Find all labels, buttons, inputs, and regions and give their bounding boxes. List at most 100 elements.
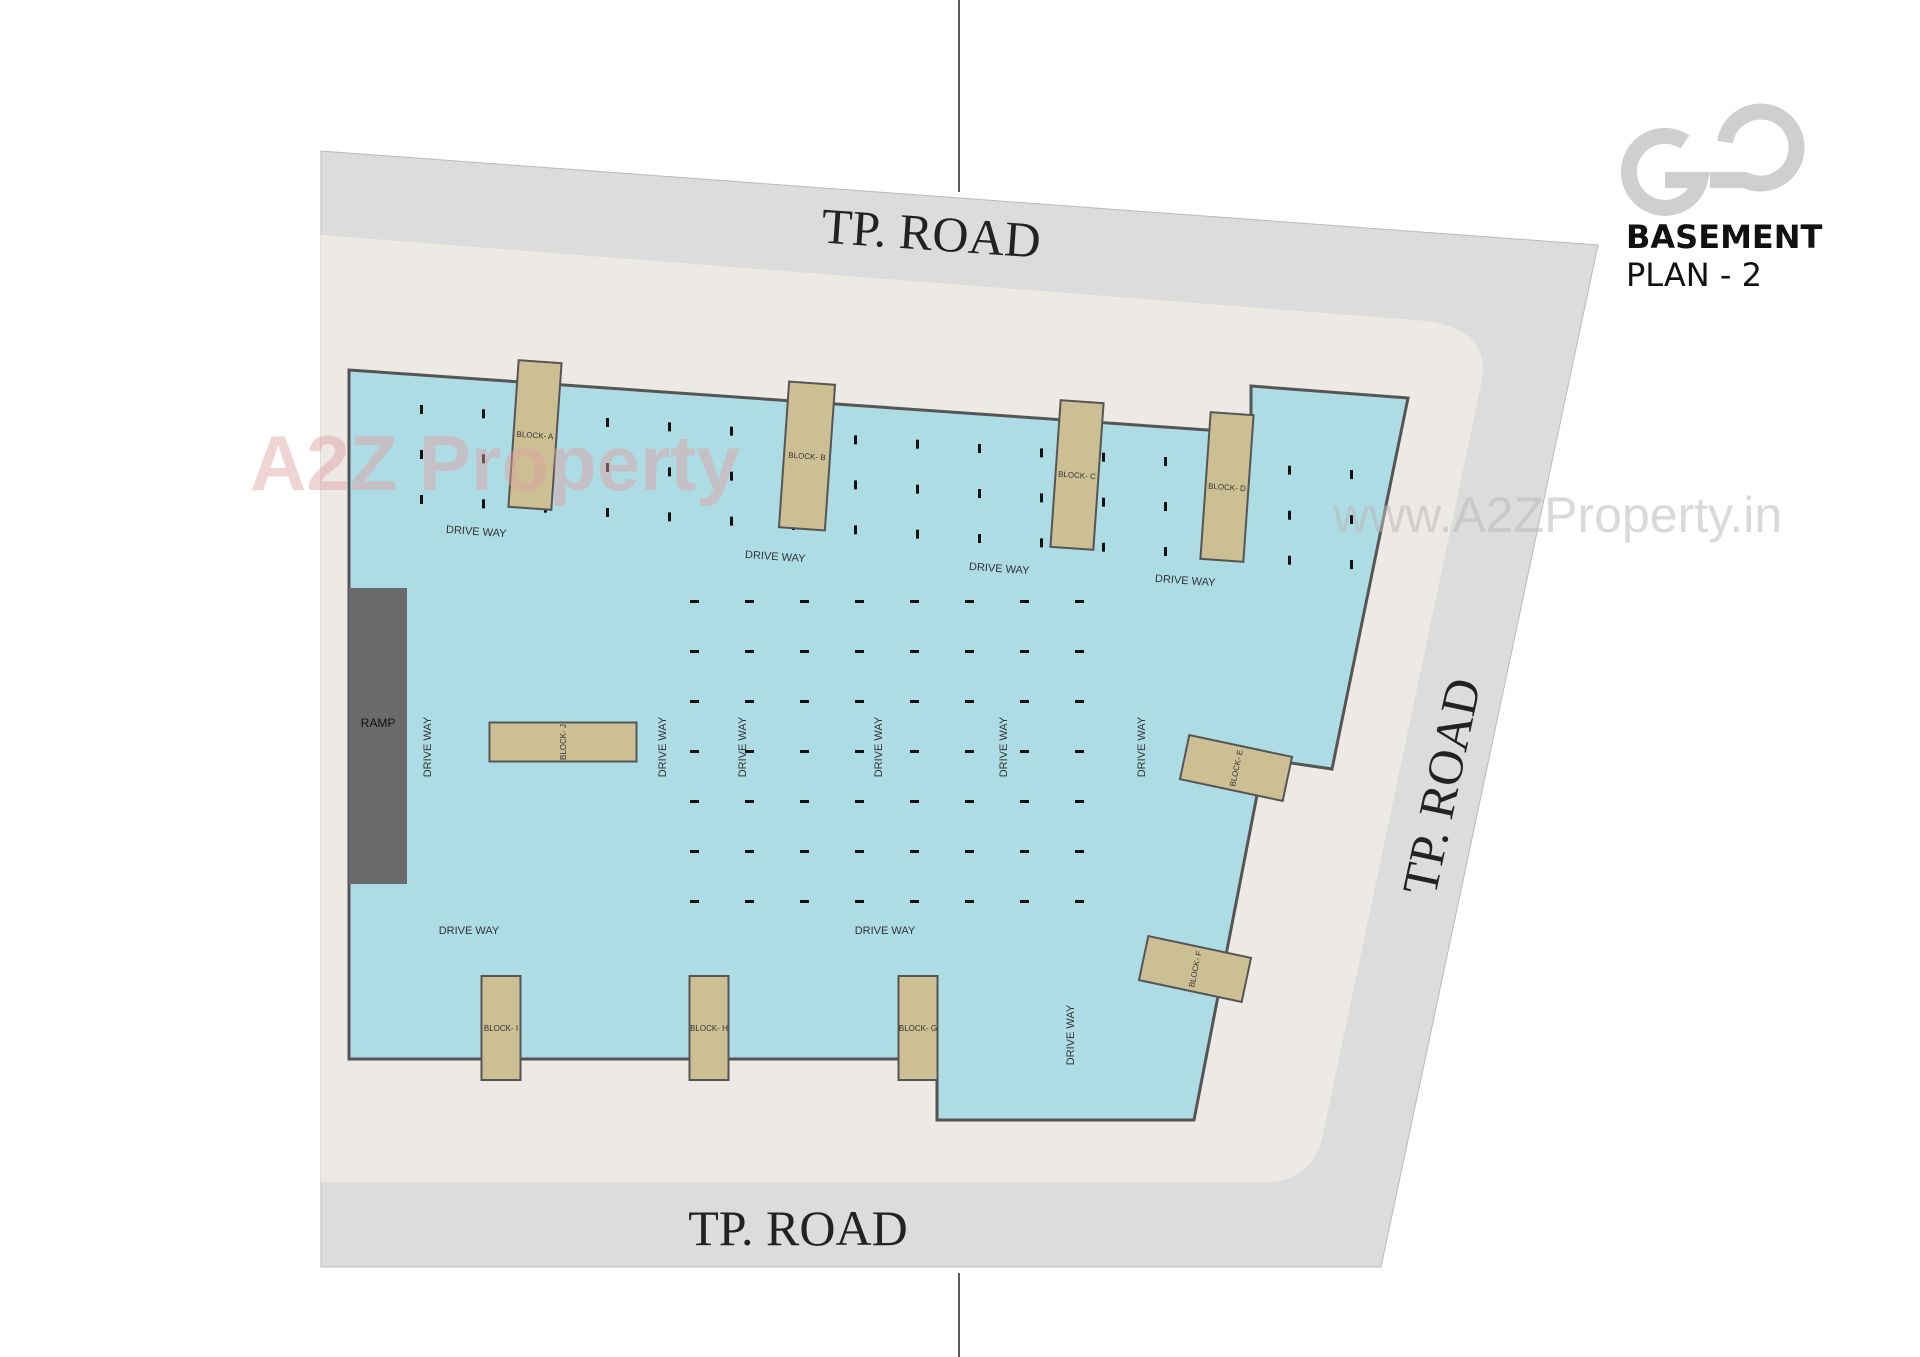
column-mark	[1075, 850, 1084, 853]
column-mark	[1020, 600, 1029, 603]
column-mark	[745, 800, 754, 803]
column-mark	[1020, 750, 1029, 753]
column-mark	[1040, 493, 1043, 503]
column-mark	[1075, 750, 1084, 753]
driveway-label: DRIVE WAY	[745, 549, 807, 565]
column-mark	[690, 700, 699, 703]
column-mark	[800, 900, 809, 903]
column-mark	[910, 700, 919, 703]
column-mark	[978, 489, 981, 499]
column-mark	[668, 467, 671, 477]
column-mark	[745, 850, 754, 853]
block-core	[897, 975, 939, 1081]
column-mark	[965, 900, 974, 903]
column-mark	[1350, 560, 1353, 570]
column-mark	[420, 449, 423, 459]
ramp	[349, 588, 407, 884]
column-mark	[855, 650, 864, 653]
block-core	[1137, 934, 1253, 1004]
driveway-label: DRIVE WAY	[657, 716, 669, 777]
column-mark	[910, 850, 919, 853]
column-mark	[854, 525, 857, 535]
road-label-bottom: TP. ROAD	[688, 1200, 907, 1256]
block-label: BLOCK- I	[484, 1024, 518, 1033]
column-mark	[1164, 502, 1167, 512]
column-mark	[916, 529, 919, 539]
column-mark	[910, 900, 919, 903]
column-mark	[1288, 465, 1291, 475]
column-mark	[1075, 800, 1084, 803]
column-mark	[1075, 700, 1084, 703]
driveway-label: DRIVE WAY	[1136, 716, 1148, 777]
block-label: BLOCK- J	[559, 724, 568, 760]
column-mark	[690, 800, 699, 803]
column-mark	[855, 800, 864, 803]
column-mark	[745, 650, 754, 653]
block-core	[507, 359, 563, 511]
block-label: BLOCK- H	[690, 1024, 728, 1033]
block-core	[1199, 411, 1255, 563]
column-mark	[854, 480, 857, 490]
building-block: BLOCK- G	[897, 975, 939, 1081]
column-mark	[690, 600, 699, 603]
column-mark	[800, 850, 809, 853]
driveway-labels: DRIVE WAY DRIVE WAY DRIVE WAY DRIVE WAY …	[422, 524, 1216, 1065]
column-mark	[965, 850, 974, 853]
column-mark	[1075, 900, 1084, 903]
column-mark	[1020, 800, 1029, 803]
column-mark	[855, 850, 864, 853]
block-label: BLOCK- D	[1208, 482, 1247, 494]
column-mark	[800, 650, 809, 653]
column-mark	[1020, 700, 1029, 703]
block-label: BLOCK- C	[1058, 470, 1097, 482]
column-mark	[1020, 900, 1029, 903]
column-mark	[800, 750, 809, 753]
column-mark	[965, 650, 974, 653]
column-mark	[690, 750, 699, 753]
column-mark	[965, 750, 974, 753]
driveway-label: DRIVE WAY	[873, 716, 885, 777]
watermark-url: www.A2ZProperty.in	[1332, 487, 1782, 543]
column-mark	[910, 750, 919, 753]
block-label: BLOCK- A	[516, 430, 554, 442]
column-mark	[606, 417, 609, 427]
column-mark	[745, 600, 754, 603]
column-mark	[978, 534, 981, 544]
column-mark	[855, 900, 864, 903]
driveway-label: DRIVE WAY	[998, 716, 1010, 777]
column-mark	[965, 700, 974, 703]
building-block: BLOCK- F	[1137, 934, 1253, 1004]
column-mark	[745, 900, 754, 903]
column-mark	[1020, 650, 1029, 653]
watermark-logo: A2Z Property	[250, 419, 740, 507]
column-mark	[800, 600, 809, 603]
parking-columns	[420, 404, 1353, 903]
column-mark	[668, 512, 671, 522]
column-mark	[855, 750, 864, 753]
column-mark	[730, 516, 733, 526]
block-label: BLOCK- B	[788, 451, 826, 463]
column-mark	[1288, 555, 1291, 565]
block-core	[777, 380, 837, 532]
column-mark	[420, 494, 423, 504]
building-block: BLOCK- C	[1049, 399, 1105, 551]
building-block: BLOCK- B	[777, 380, 837, 532]
plan-subtitle: PLAN - 2	[1626, 256, 1762, 294]
column-mark	[745, 750, 754, 753]
block-core	[480, 975, 522, 1081]
building-block: BLOCK- E	[1178, 733, 1294, 803]
column-mark	[1102, 452, 1105, 462]
block-core	[1178, 733, 1294, 803]
column-mark	[1040, 448, 1043, 458]
column-mark	[965, 600, 974, 603]
column-mark	[1075, 600, 1084, 603]
column-mark	[855, 700, 864, 703]
column-mark	[854, 435, 857, 445]
block-core	[1049, 399, 1105, 551]
driveway-label: DRIVE WAY	[969, 561, 1031, 577]
building-block: BLOCK- H	[688, 975, 730, 1081]
column-mark	[1350, 515, 1353, 525]
plan-title: BASEMENT	[1626, 218, 1823, 256]
driveway-label: DRIVE WAY	[737, 716, 749, 777]
